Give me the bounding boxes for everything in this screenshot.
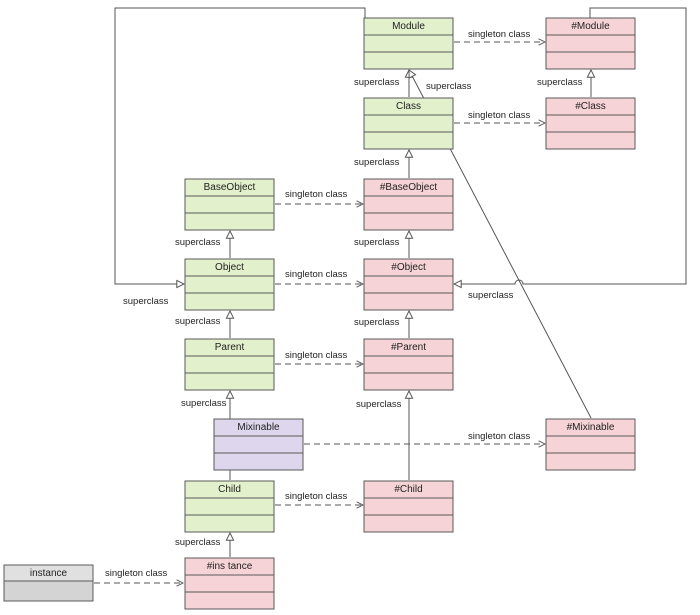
class-box-instance-singleton: #ins tance bbox=[184, 557, 275, 610]
superclass-label: superclass bbox=[123, 296, 169, 307]
class-box-object: Object bbox=[184, 258, 275, 311]
class-name: Parent bbox=[215, 342, 245, 353]
superclass-label: superclass bbox=[181, 398, 227, 409]
class-name: Class bbox=[396, 101, 421, 112]
class-name: #ins tance bbox=[207, 561, 253, 572]
class-box-frame bbox=[213, 418, 304, 471]
class-box-instance: instance bbox=[3, 564, 94, 602]
class-box-frame bbox=[184, 480, 275, 533]
class-box-child: Child bbox=[184, 480, 275, 533]
superclass-label: superclass bbox=[354, 317, 400, 328]
class-box-mixinable: Mixinable bbox=[213, 418, 304, 471]
superclass-label: superclass bbox=[175, 237, 221, 248]
connector-labels: superclass superclass superclass supercl… bbox=[105, 29, 583, 579]
superclass-label: superclass bbox=[354, 77, 400, 88]
class-name: #Class bbox=[575, 101, 606, 112]
class-box-meta-class: #Class bbox=[545, 97, 636, 150]
class-name: Object bbox=[215, 262, 244, 273]
class-box-frame bbox=[545, 418, 636, 471]
class-box-frame bbox=[363, 480, 454, 533]
singleton-class-label: singleton class bbox=[285, 189, 348, 200]
class-box-frame bbox=[545, 97, 636, 150]
class-box-frame bbox=[363, 97, 454, 150]
class-name: instance bbox=[30, 568, 68, 579]
superclass-label: superclass bbox=[468, 290, 514, 301]
singleton-class-label: singleton class bbox=[468, 29, 531, 40]
loop-metamodule-to-metaobject bbox=[454, 7, 687, 284]
class-name: Child bbox=[218, 484, 241, 495]
class-name: Module bbox=[392, 21, 425, 32]
class-box-frame bbox=[363, 338, 454, 391]
class-name: #Mixinable bbox=[567, 422, 615, 433]
class-box-meta-object: #Object bbox=[363, 258, 454, 311]
class-box-module: Module bbox=[363, 17, 454, 70]
class-box-meta-parent: #Parent bbox=[363, 338, 454, 391]
superclass-label: superclass bbox=[426, 81, 472, 92]
class-box-meta-module: #Module bbox=[545, 17, 636, 70]
class-box-frame bbox=[363, 258, 454, 311]
superclass-label: superclass bbox=[356, 399, 402, 410]
superclass-label: superclass bbox=[537, 77, 583, 88]
class-box-frame bbox=[184, 557, 275, 610]
superclass-label: superclass bbox=[354, 237, 400, 248]
singleton-class-label: singleton class bbox=[468, 110, 531, 121]
class-box-shade bbox=[4, 581, 93, 601]
class-box-meta-base-object: #BaseObject bbox=[363, 178, 454, 231]
singleton-class-label: singleton class bbox=[285, 269, 348, 280]
class-box-base-object: BaseObject bbox=[184, 178, 275, 231]
loop-module-to-object bbox=[114, 7, 366, 284]
singleton-class-label: singleton class bbox=[285, 491, 348, 502]
class-name: #Module bbox=[571, 21, 610, 32]
class-box-frame bbox=[363, 178, 454, 231]
class-box-meta-mixinable: #Mixinable bbox=[545, 418, 636, 471]
class-name: #BaseObject bbox=[380, 182, 437, 193]
class-name: BaseObject bbox=[204, 182, 256, 193]
class-box-class: Class bbox=[363, 97, 454, 150]
class-box-meta-child: #Child bbox=[363, 480, 454, 533]
class-name: #Child bbox=[394, 484, 422, 495]
superclass-label: superclass bbox=[175, 537, 221, 548]
singleton-class-label: singleton class bbox=[285, 350, 348, 361]
class-box-frame bbox=[184, 338, 275, 391]
class-box-frame bbox=[363, 17, 454, 70]
class-box-frame bbox=[184, 178, 275, 231]
superclass-label: superclass bbox=[354, 157, 400, 168]
connectors bbox=[94, 7, 687, 583]
class-box-frame bbox=[545, 17, 636, 70]
superclass-label: superclass bbox=[175, 316, 221, 327]
class-name: #Object bbox=[391, 262, 426, 273]
singleton-class-label: singleton class bbox=[468, 431, 531, 442]
class-box-frame bbox=[184, 258, 275, 311]
class-name: #Parent bbox=[391, 342, 426, 353]
singleton-class-label: singleton class bbox=[105, 568, 168, 579]
class-name: Mixinable bbox=[237, 422, 280, 433]
class-box-parent: Parent bbox=[184, 338, 275, 391]
